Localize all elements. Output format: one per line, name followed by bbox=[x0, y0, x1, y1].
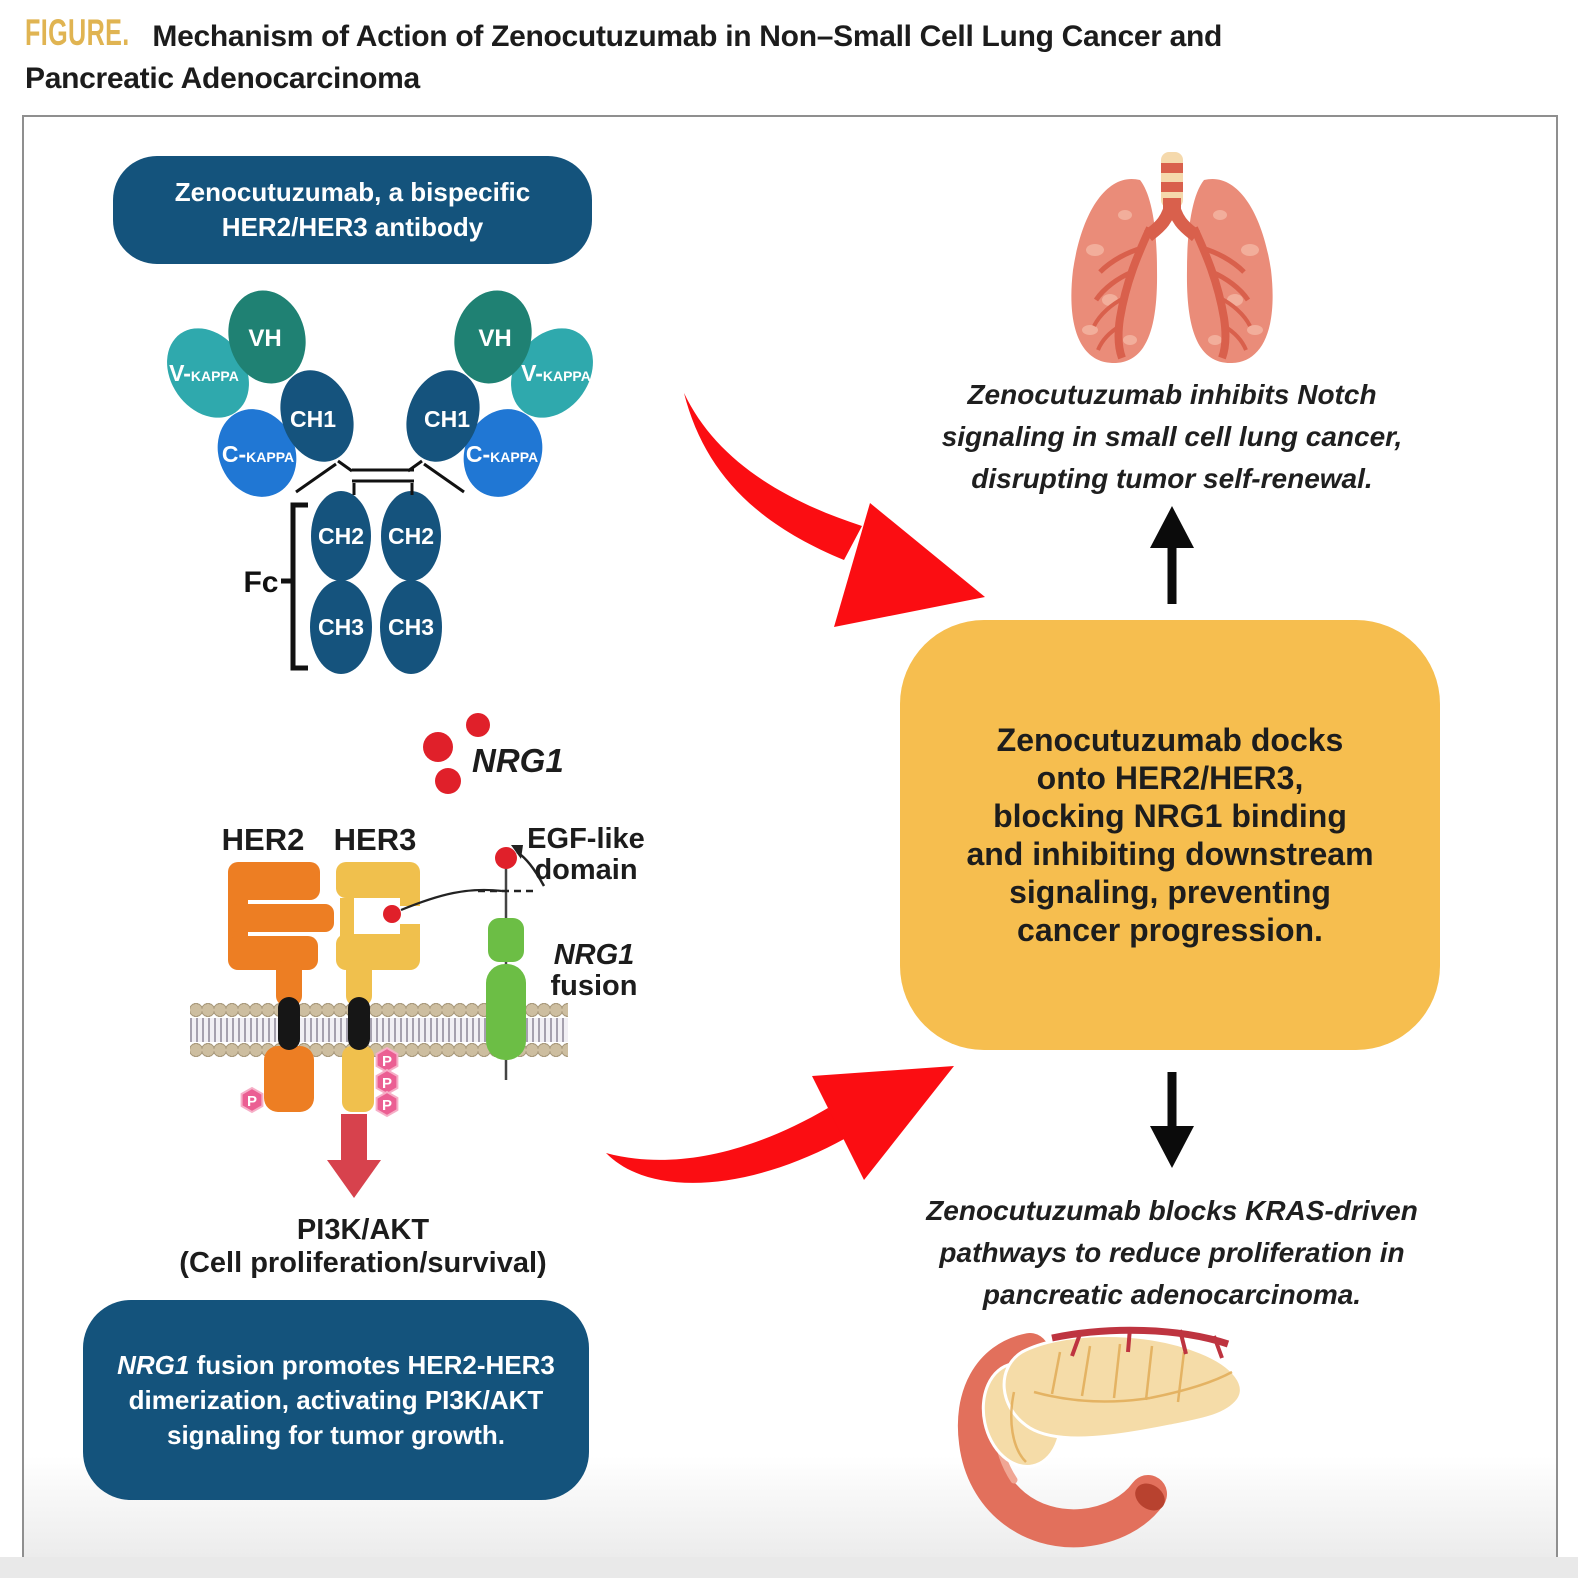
her3-label: HER3 bbox=[333, 822, 417, 857]
nrg1-fusion-label: NRG1 fusion bbox=[550, 939, 638, 1002]
cell-membrane bbox=[190, 1002, 568, 1058]
page-bottom-strip bbox=[0, 1557, 1578, 1578]
pancreas-note: Zenocutuzumab blocks KRAS-driven pathway… bbox=[926, 1195, 1418, 1310]
antibody-callout-line1: Zenocutuzumab, a bispecific bbox=[174, 177, 531, 207]
membrane-lipid-tails bbox=[190, 1018, 568, 1042]
figure-title: FIGURE. Mechanism of Action of Zenocutuzu… bbox=[25, 12, 1223, 100]
figure-title-line2: Pancreatic Adenocarcinoma bbox=[25, 62, 420, 95]
figure-label: FIGURE. bbox=[25, 12, 130, 54]
lung-note: Zenocutuzumab inhibits Notch signaling i… bbox=[941, 379, 1403, 494]
antibody-callout-line2: HER2/HER3 antibody bbox=[221, 212, 484, 242]
mechanism-callout-box: Zenocutuzumab docks onto HER2/HER3, bloc… bbox=[900, 620, 1440, 1050]
nrg1-callout-line3: signaling for tumor growth. bbox=[167, 1419, 505, 1450]
figure-title-line1: FIGURE. Mechanism of Action of Zenocutuzu… bbox=[25, 12, 1223, 58]
membrane-outer-leaflet bbox=[190, 1002, 568, 1018]
pi3k-akt-label: PI3K/AKT (Cell proliferation/survival) bbox=[179, 1214, 547, 1279]
nrg1-callout-line2: dimerization, activating PI3K/AKT bbox=[128, 1384, 544, 1415]
her2-label: HER2 bbox=[221, 822, 305, 857]
antibody-callout-box: Zenocutuzumab, a bispecific HER2/HER3 an… bbox=[113, 156, 592, 264]
figure-title-text1: Mechanism of Action of Zenocutuzumab in … bbox=[152, 20, 1223, 53]
egf-like-domain-label: EGF-like domain bbox=[527, 823, 645, 886]
membrane-inner-leaflet bbox=[190, 1042, 568, 1058]
nrg1-fusion-callout-box: NRG1 fusion promotes HER2-HER3 dimerizat… bbox=[83, 1300, 589, 1500]
nrg1-callout-line1: NRG1 fusion promotes HER2-HER3 bbox=[117, 1349, 555, 1380]
nrg1-ligand-label: NRG1 bbox=[472, 742, 564, 779]
